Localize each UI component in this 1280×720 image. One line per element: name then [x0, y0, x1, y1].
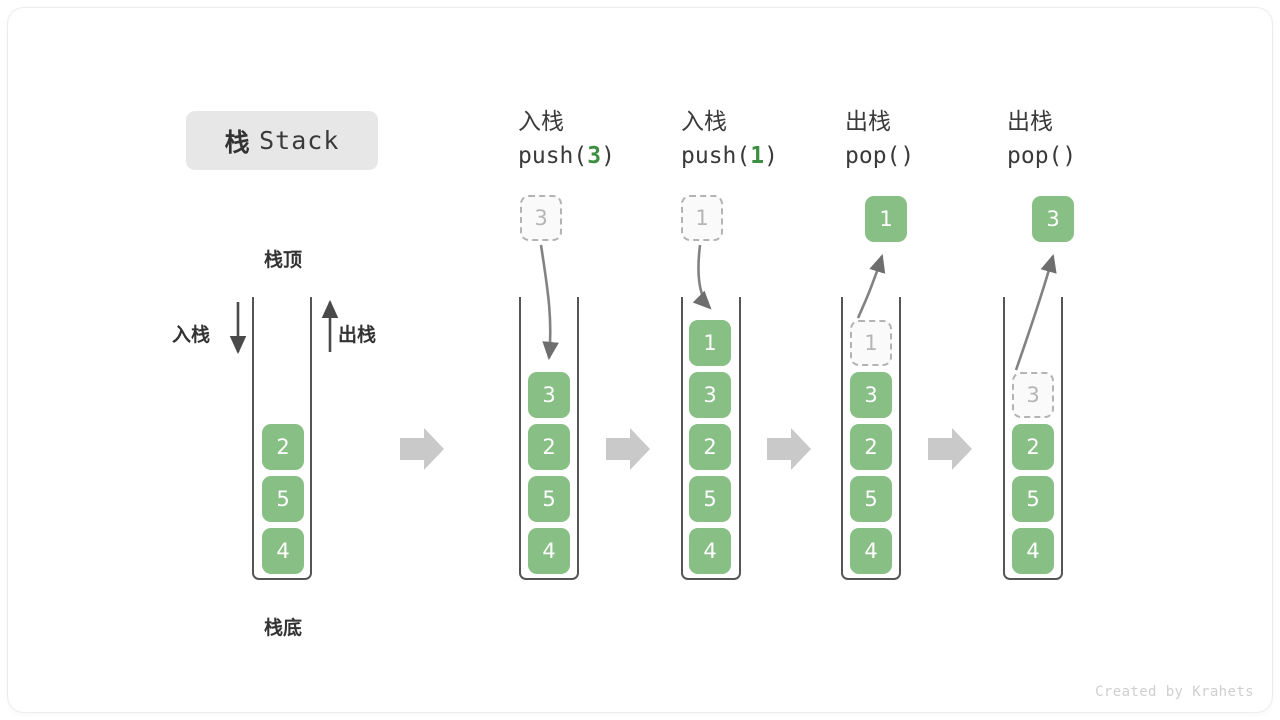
- step-op-cjk: 入栈: [681, 108, 727, 134]
- step-push-3-floating-cell: 3: [520, 195, 562, 241]
- step-push-1-cell: 2: [689, 424, 731, 470]
- step-op-code: push(3): [518, 143, 615, 169]
- initial-stack-cell: 4: [262, 528, 304, 574]
- stack-container-push-1: [681, 297, 741, 580]
- credit-text: Created by Krahets: [1095, 684, 1254, 700]
- step-op-cjk: 出栈: [845, 108, 891, 134]
- pop-direction-label: 出栈: [338, 325, 377, 346]
- step-op-cjk: 入栈: [518, 108, 564, 134]
- step-op-code: pop(): [845, 143, 915, 169]
- step-push-1-cell: 3: [689, 372, 731, 418]
- step-pop-3-cell: 2: [1012, 424, 1054, 470]
- step-header-push-1: 入栈 push(1): [681, 106, 881, 173]
- step-pop-1-cell: 1: [850, 320, 892, 366]
- stack-container-pop-3: [1003, 297, 1063, 580]
- step-pop-1-cell: 2: [850, 424, 892, 470]
- step-op-arg: 1: [750, 143, 765, 169]
- step-op-arg: 3: [587, 143, 602, 169]
- stack-title-badge: 栈 Stack: [186, 111, 378, 170]
- step-pop-3-cell: 3: [1012, 372, 1054, 418]
- stack-container-initial: [252, 297, 312, 580]
- step-op-cjk: 出栈: [1007, 108, 1053, 134]
- stack-container-push-3: [519, 297, 579, 580]
- step-header-push-3: 入栈 push(3): [518, 106, 718, 173]
- stack-bottom-label: 栈底: [263, 618, 302, 639]
- initial-stack-cell: 2: [262, 424, 304, 470]
- step-header-pop-1: 出栈 pop(): [845, 106, 1045, 173]
- stack-title-latin: Stack: [259, 126, 340, 155]
- step-header-pop-3: 出栈 pop(): [1007, 106, 1207, 173]
- step-pop-1-cell: 3: [850, 372, 892, 418]
- step-push-3-cell: 2: [528, 424, 570, 470]
- step-push-1-cell: 5: [689, 476, 731, 522]
- step-pop-1-floating-cell: 1: [865, 196, 907, 242]
- step-push-1-cell: 4: [689, 528, 731, 574]
- stack-title-cjk: 栈: [224, 128, 251, 157]
- step-push-3-cell: 5: [528, 476, 570, 522]
- step-push-3-cell: 4: [528, 528, 570, 574]
- step-pop-3-floating-cell: 3: [1032, 196, 1074, 242]
- step-push-1-floating-cell: 1: [681, 195, 723, 241]
- step-pop-3-cell: 5: [1012, 476, 1054, 522]
- stack-container-pop-1: [841, 297, 901, 580]
- step-op-code: push(1): [681, 143, 778, 169]
- push-direction-label: 入栈: [172, 325, 211, 346]
- step-push-3-cell: 3: [528, 372, 570, 418]
- stack-top-label: 栈顶: [263, 250, 302, 271]
- step-pop-3-cell: 4: [1012, 528, 1054, 574]
- step-op-code: pop(): [1007, 143, 1077, 169]
- step-pop-1-cell: 5: [850, 476, 892, 522]
- step-push-1-cell: 1: [689, 320, 731, 366]
- step-pop-1-cell: 4: [850, 528, 892, 574]
- initial-stack-cell: 5: [262, 476, 304, 522]
